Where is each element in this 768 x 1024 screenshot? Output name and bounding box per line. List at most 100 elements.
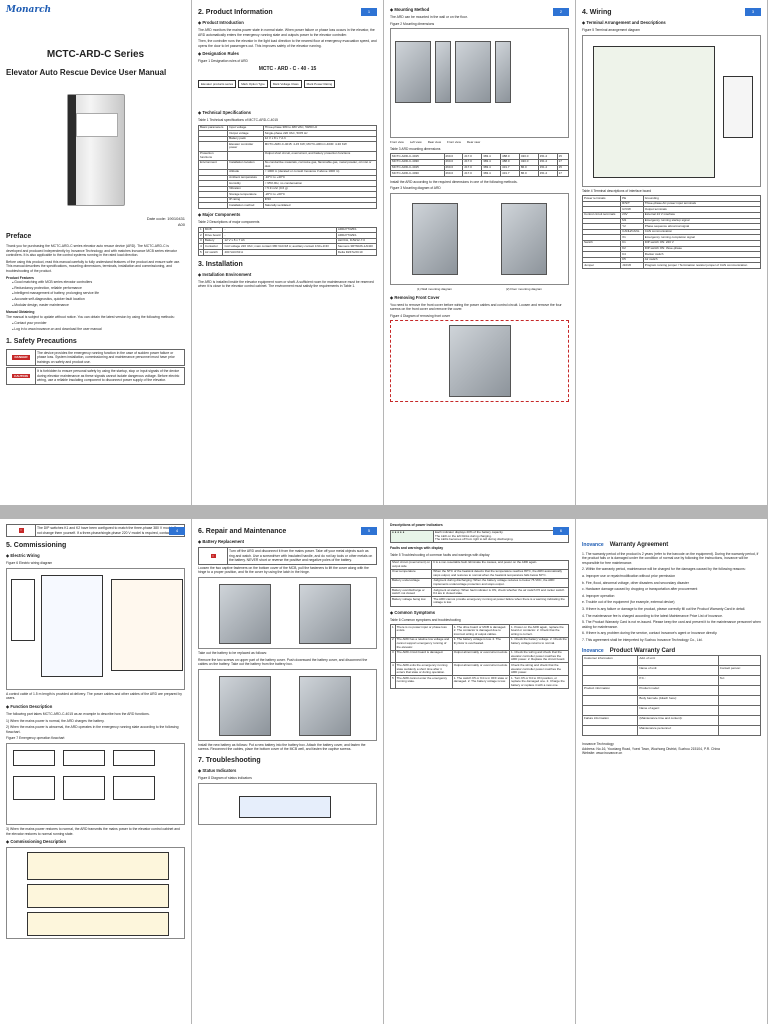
page-product-info: 1 2. Product Information Product Introdu… [192,0,383,505]
warranty-item: 5. The Product Warranty Card is not re-i… [582,620,761,629]
table-cell: Delta DZ47s/2C10 [335,249,378,256]
table-cell: Check the wiring and check that the elev… [508,662,570,677]
warranty-item: d. Improper operation [582,593,615,598]
ard-block [41,574,103,677]
table-cell: Battery undervoltage [389,577,433,589]
table-cell: No conductive materials, corrosive gas, … [262,159,378,170]
warranty-item: c. Hardware damage caused by dropping or… [582,587,698,592]
series-title: MCTC-ARD-C Series [46,49,145,60]
caution-icon: ! [210,553,216,559]
table-cell [197,202,229,210]
table-cell: The ARD cannot enter the emergency runni… [394,675,453,689]
features-list: Good matching with MCB series elevator c… [12,280,185,308]
view-label: Rear view [466,140,481,145]
table-cell: Rocker switch [642,251,762,258]
table-cell: Output abnormality or overcurrent exists… [451,649,510,664]
table-cell: 1. Check the battery voltage. 2. Check t… [508,636,570,651]
rear-view-drawing [495,41,511,104]
card-row: Name of agent: [581,705,762,717]
page-number-badge: 5 [361,527,377,535]
table-cell: There is no power input or phase loss ex… [394,624,453,638]
cabinet-drawing [299,583,351,644]
table-cell: Judgment during discharging: When the ba… [431,577,569,589]
indicator-desc: The LEDs becomes off from right to left … [435,537,514,542]
table-cell [581,251,622,258]
table-cell: Maintenance personnel: [637,725,719,737]
battery-drawing [299,675,351,736]
warranty-item: e. Trouble out of the equipment (for exa… [582,600,675,605]
spec-heading: Technical Specifications [198,110,377,116]
table-cell: Short circuit (overcurrent) on output si… [389,559,433,570]
page-number-badge: 2 [553,8,569,16]
warranty-item: 4. The maintenance fee is charged accord… [582,613,723,618]
mounting-diagram-figure [390,192,569,285]
indicator-desc: Each indicator displays 20% of the batte… [435,530,504,535]
table-cell: The ARD circuit board is damaged. [394,649,453,664]
troubleshooting-heading: 7. Troubleshooting [198,756,261,764]
warranty-list: 1. The warranty period of the product is… [582,552,761,643]
table-cell: Customer information [581,655,639,667]
indicator-table: ● ● ● ● ● Each indicator displays 20% of… [390,529,569,544]
flow-step [113,775,155,800]
figure-caption: Figure 7 Emergency operation flowchart [6,736,65,741]
view-label: Front view [390,140,404,145]
features-heading: Product Features [6,275,34,280]
table-caption: Table 6 Common symptoms and troubleshoot… [390,617,461,622]
table-cell: 5 [198,249,204,256]
step-box [27,912,169,937]
table-cell: Installation location [227,159,264,170]
mounting-dimensions-figure [390,28,569,139]
battery-drawing [219,675,271,736]
date-code: Date code: 19010431 [146,216,185,221]
intro-text-2: Then, the controller runs the elevator i… [198,39,377,48]
table-cell: Tel.: [717,675,762,687]
section-heading: 5. Commissioning [6,542,67,550]
card-row: Name of unit:Contact person: [581,665,762,677]
figure-label: (1) Wall mounting diagram [416,286,452,291]
table-cell: 1. Check the wiring and check that the e… [508,649,570,664]
mount-text: Install the ARD according to the require… [390,179,518,184]
table-cell: 1. Turn K5 or K4 to ON position, or repl… [508,675,570,689]
intro-heading: Product Introduction [198,20,377,26]
remove-cover-heading: Removing Front Cover [390,295,569,301]
left-view-drawing [435,41,451,104]
caution-row: CAUTION It is forbidden to ensure person… [6,367,185,386]
warranty-item: 6. If there is any problem during the se… [582,631,718,636]
flow-step [13,775,55,800]
table-cell: Air switch [642,256,762,264]
table-cell [717,655,762,667]
wiring-heading: Electric Wiring [6,553,185,559]
terminal-heading: Terminal Arrangement and Descriptions [582,20,761,26]
table-cell: Elevator controller power [227,141,264,152]
table-cell: Output short circuit, overcurrent, and b… [262,150,378,161]
feature-item: Redundancy protection, reliable performa… [12,286,185,292]
caution-text: Turn off the ARD and disconnect it from … [229,549,373,563]
table-cell: Contact person: [717,665,762,677]
card-row: Failure information(Maintenance time and… [581,715,762,727]
fault-row: Short circuit (overcurrent) on output si… [389,559,569,570]
remove-cover-figure [390,320,569,403]
table-cell [581,725,639,737]
flow-step [13,749,55,766]
figure-caption: Figure 3 Mounting diagram of ARD [390,186,441,191]
designation-part: Mark Option Type [238,79,268,89]
table-cell: The ARD has a relative low voltage and c… [394,636,453,651]
card-row: Maintenance personnel: [581,725,762,737]
mounting-heading: Mounting Method [390,7,569,13]
page-commissioning: 4 ! The DIP switches K1 and K2 have been… [0,519,191,1024]
page-maintenance: 5 6. Repair and Maintenance Battery Repl… [192,519,383,1024]
view-label: Rear view [427,140,442,145]
table-cell [581,695,639,707]
